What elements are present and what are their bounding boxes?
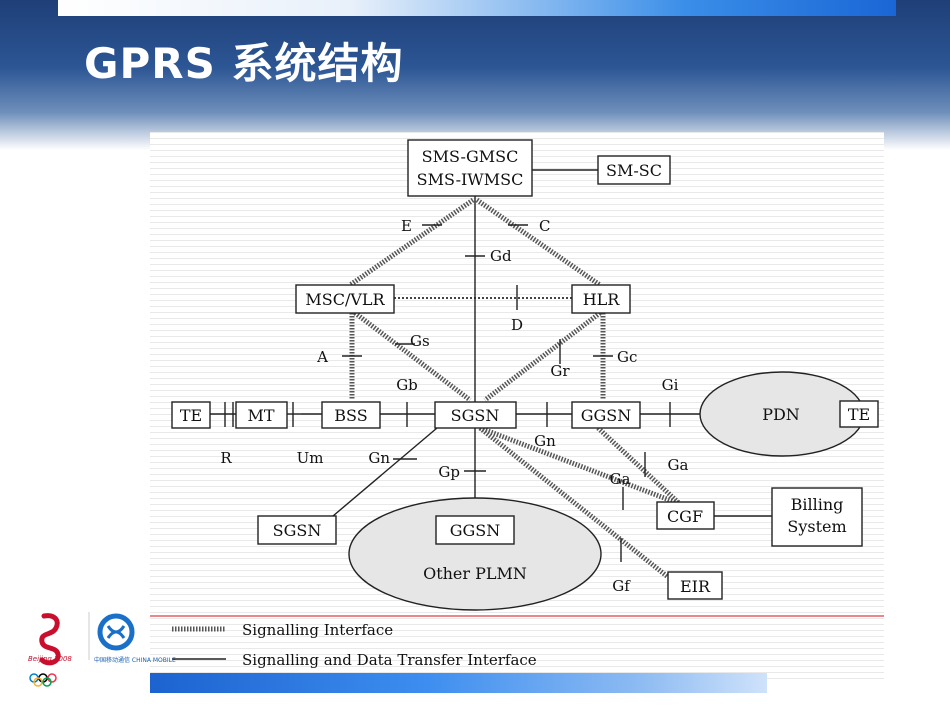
ggsn-other-label: GGSN	[450, 521, 501, 540]
sgsn-main-node	[434, 401, 517, 429]
olympic-logo-text: Beijing 2008	[28, 655, 72, 663]
sgsn-other-label: SGSN	[273, 521, 322, 540]
hlr-node	[571, 284, 631, 314]
sm-sc-node	[597, 155, 671, 185]
bss-node	[321, 401, 381, 429]
eir-node	[667, 571, 723, 600]
link-e	[348, 197, 475, 288]
if-label-um: Um	[297, 449, 324, 467]
if-label-d: D	[511, 316, 523, 334]
signalling-links	[348, 197, 682, 579]
link-gr	[483, 311, 602, 402]
sgsn-main-label: SGSN	[451, 406, 500, 425]
china-mobile-logo	[88, 612, 135, 660]
data-links	[210, 169, 772, 517]
if-label-gs: Gs	[410, 332, 430, 350]
legend-data-label: Signalling and Data Transfer Interface	[242, 651, 537, 669]
te-right-label: TE	[848, 405, 870, 424]
if-label-r: R	[220, 449, 232, 467]
diagram-canvas: SMS-GMSC SMS-IWMSC SM-SC MSC/VLR HLR TE …	[150, 132, 884, 680]
if-label-gn-right: Gn	[534, 432, 556, 450]
link-c	[475, 197, 602, 288]
cgf-label: CGF	[667, 507, 703, 526]
if-label-gd: Gd	[490, 247, 512, 265]
sgsn-other-node	[257, 515, 337, 545]
te-left-label: TE	[180, 406, 202, 425]
eir-label: EIR	[680, 577, 711, 596]
if-label-ga-left: Ga	[610, 470, 631, 488]
billing-system-node	[771, 487, 863, 547]
if-label-ga-right: Ga	[668, 456, 689, 474]
link-ga-ggsn	[596, 426, 682, 506]
sms-gmsc-node	[407, 139, 533, 197]
if-label-gc: Gc	[617, 348, 637, 366]
bss-label: BSS	[334, 406, 367, 425]
slide-title: GPRS 系统结构	[84, 39, 404, 88]
if-label-a: A	[316, 348, 328, 366]
if-label-c: C	[539, 217, 550, 235]
ggsn-main-label: GGSN	[581, 406, 632, 425]
ggsn-main-node	[571, 401, 641, 429]
if-label-gr: Gr	[550, 362, 570, 380]
te-left-node	[171, 401, 211, 429]
msc-vlr-label: MSC/VLR	[305, 290, 385, 309]
sm-sc-label: SM-SC	[606, 161, 662, 180]
interface-ticks	[224, 224, 671, 562]
msc-vlr-node	[295, 284, 395, 314]
billing-label-line1: Billing	[791, 495, 844, 514]
other-plmn-ellipse	[348, 497, 602, 611]
bottom-accent-bar	[150, 673, 767, 693]
if-label-e: E	[401, 217, 412, 235]
mt-node	[235, 401, 288, 429]
link-gf	[478, 426, 670, 579]
if-label-gi: Gi	[662, 376, 679, 394]
top-accent-strip	[58, 0, 896, 16]
sms-gmsc-label: SMS-GMSC	[422, 147, 519, 166]
china-mobile-logo-text: 中国移动通信 CHINA MOBILE	[94, 657, 176, 664]
other-plmn-label: Other PLMN	[423, 564, 527, 583]
link-ga-sgsn	[479, 425, 681, 507]
cgf-node	[656, 501, 715, 530]
billing-label-line2: System	[787, 517, 846, 536]
link-gn-sgsn	[332, 427, 438, 517]
if-label-gn-left: Gn	[368, 449, 390, 467]
sms-iwmsc-label: SMS-IWMSC	[417, 170, 524, 189]
pdn-label: PDN	[762, 405, 800, 424]
beijing-olympic-logo	[29, 613, 61, 687]
gprs-architecture-diagram: SMS-GMSC SMS-IWMSC SM-SC MSC/VLR HLR TE …	[150, 132, 884, 680]
ggsn-other-node	[435, 515, 515, 545]
mt-label: MT	[247, 406, 274, 425]
legend-signalling-label: Signalling Interface	[242, 621, 393, 639]
slide-header-background	[0, 0, 950, 150]
if-label-gp: Gp	[438, 463, 460, 481]
if-label-gf: Gf	[612, 577, 631, 595]
te-right-node	[839, 400, 879, 428]
if-label-gb: Gb	[396, 376, 418, 394]
hlr-label: HLR	[583, 290, 621, 309]
link-gs	[353, 311, 472, 402]
